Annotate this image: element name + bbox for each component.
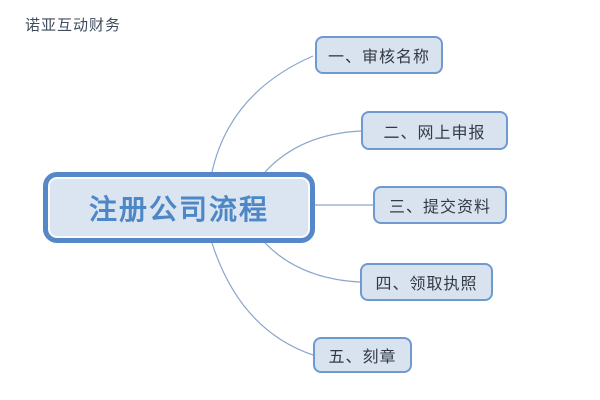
root-node-label: 注册公司流程 — [88, 193, 269, 225]
branch-node-5[interactable]: 五、刻章 — [313, 337, 412, 373]
connector-branch-1 — [211, 55, 314, 173]
branch-node-1-label: 一、审核名称 — [327, 49, 430, 66]
connector-branch-2 — [264, 130, 362, 173]
branch-node-4[interactable]: 四、领取执照 — [360, 263, 493, 301]
connector-branch-5 — [211, 242, 314, 356]
branch-node-3[interactable]: 三、提交资料 — [373, 186, 507, 224]
branch-node-2[interactable]: 二、网上申报 — [361, 111, 508, 150]
branch-node-3-label: 三、提交资料 — [388, 199, 491, 216]
branch-node-1[interactable]: 一、审核名称 — [315, 36, 443, 74]
brand-label: 诺亚互动财务 — [25, 17, 122, 34]
branch-node-4-label: 四、领取执照 — [375, 276, 478, 293]
connector-branch-4 — [264, 242, 361, 283]
branch-node-5-label: 五、刻章 — [328, 349, 397, 366]
branch-node-2-label: 二、网上申报 — [383, 124, 486, 142]
root-node[interactable]: 注册公司流程 — [43, 172, 315, 243]
